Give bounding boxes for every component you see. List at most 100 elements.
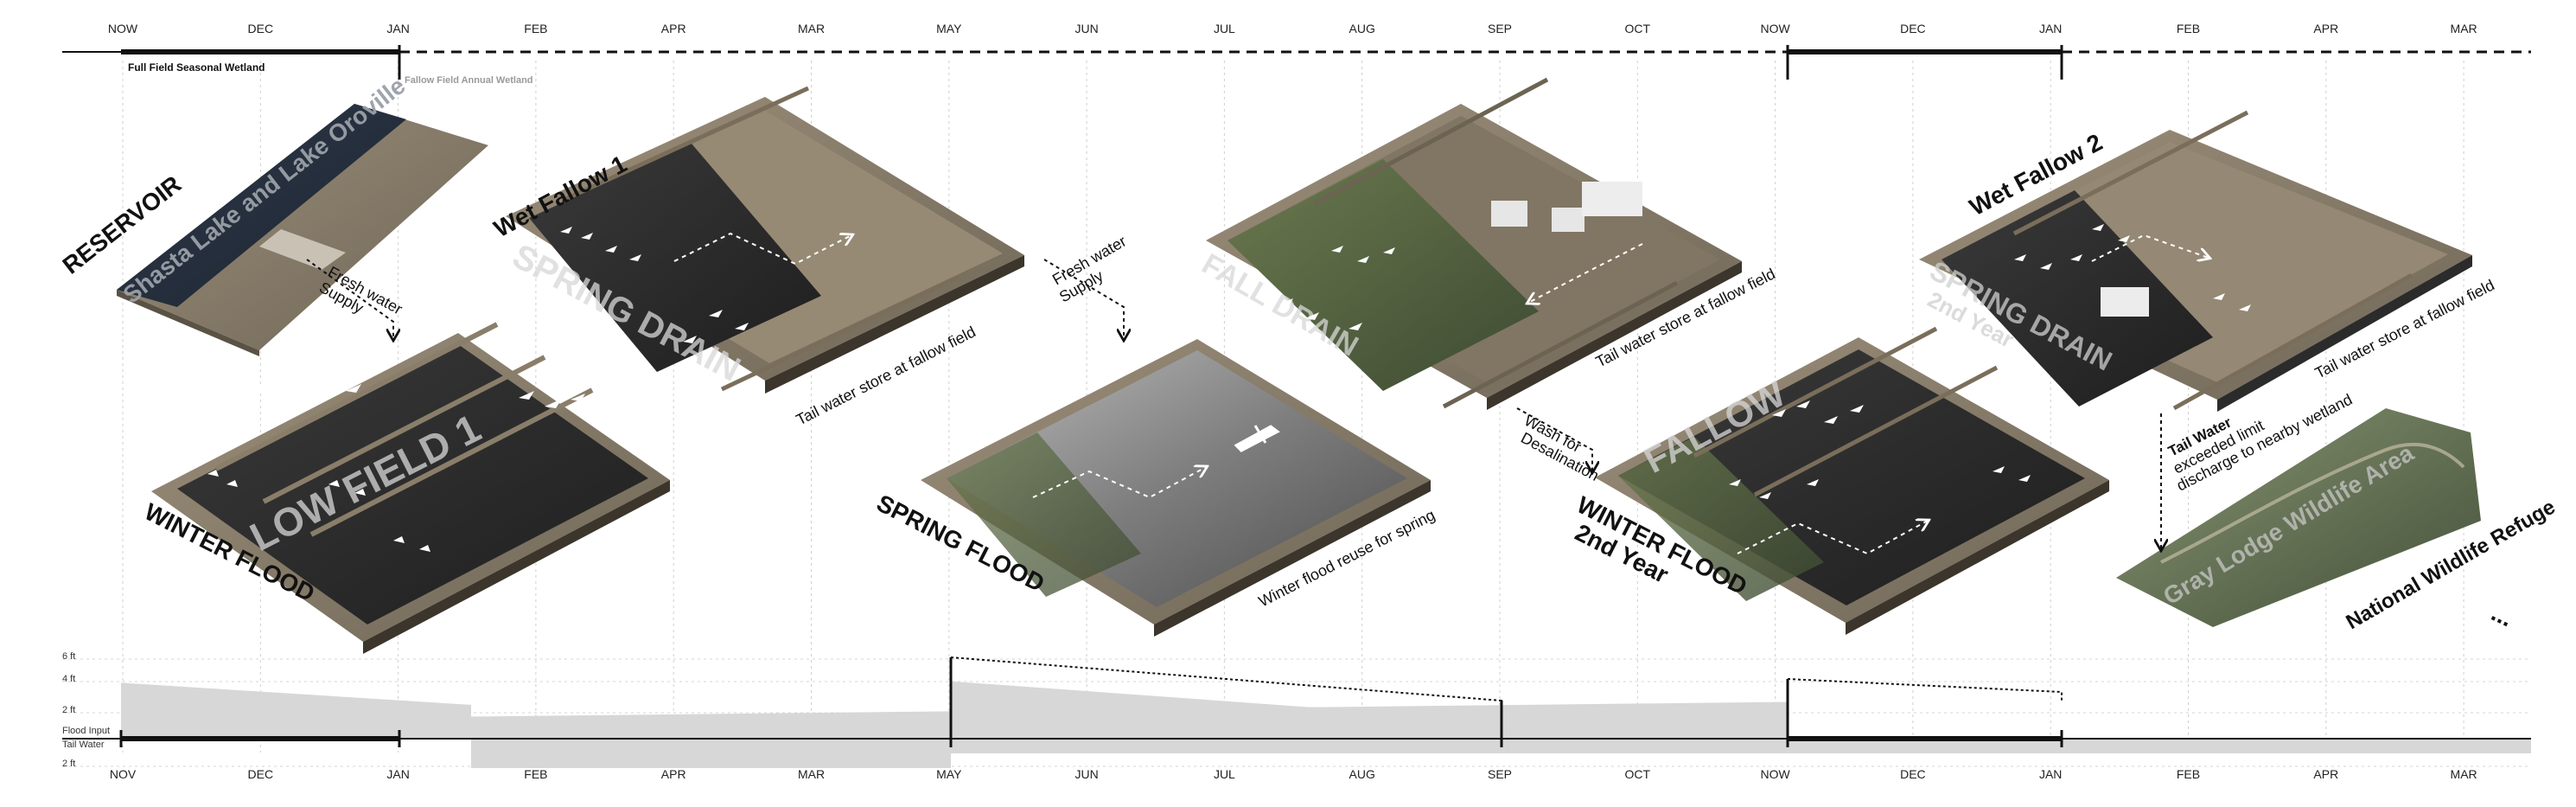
top-month-label: MAY	[936, 22, 962, 35]
top-month-label: NOW	[1760, 22, 1790, 35]
spring-flood-edge	[1154, 480, 1431, 637]
flood-input-area	[121, 682, 471, 739]
top-month-label: JUN	[1074, 22, 1098, 35]
top-month-label: APR	[2313, 22, 2338, 35]
fall-drain-flow-arrow	[1528, 243, 1643, 303]
wet-fallow-1-flow-arrow	[673, 232, 851, 266]
water-level-areas	[121, 681, 2531, 768]
plane-icon	[1234, 425, 1280, 452]
bottom-month-label: FEB	[524, 767, 547, 781]
full-field-label: Full Field Seasonal Wetland	[128, 61, 265, 74]
bottom-month-label: JAN	[386, 767, 409, 781]
bottom-month-label: APR	[661, 767, 686, 781]
harvester-icon-3	[2101, 287, 2149, 317]
top-month-label: JUL	[1214, 22, 1235, 35]
spring-flood-wetland	[947, 432, 1141, 597]
winter-flood-levee-3	[309, 387, 594, 537]
tick-2ft-lower: 2 ft	[62, 759, 75, 769]
wet-fallow-2-edge	[2217, 255, 2472, 412]
fresh-water-arrow-1	[306, 259, 393, 339]
chart-dotted-lines	[950, 656, 2063, 709]
winter-flood-levee-1	[214, 322, 499, 471]
fall-drain-wetland	[1227, 159, 1539, 391]
top-month-label: SEP	[1488, 22, 1512, 35]
winter-flood-2-levee-2	[1753, 365, 1999, 497]
tractor-icon	[1491, 201, 1527, 227]
harvester-icon-2	[1582, 182, 1642, 216]
refuge-land	[2116, 408, 2481, 627]
wet-fallow-1-edge	[765, 255, 1024, 394]
reservoir-water	[117, 104, 406, 307]
reservoir-land	[117, 104, 488, 350]
bottom-month-label: OCT	[1625, 767, 1651, 781]
top-month-label: MAR	[2451, 22, 2477, 35]
tick-4ft: 4 ft	[62, 674, 75, 684]
top-month-label: DEC	[248, 22, 274, 35]
bird-shapes-1	[225, 366, 361, 395]
fall-drain-edge	[1487, 261, 1742, 410]
wet-fallow-2-water	[1942, 190, 2213, 407]
bottom-month-label: DEC	[1900, 767, 1926, 781]
top-month-label: OCT	[1625, 22, 1651, 35]
top-month-label: AUG	[1349, 22, 1375, 35]
chart-axis-labels: 6 ft 4 ft 2 ft 2 ft Flood Input Tail Wat…	[62, 651, 110, 769]
winter-flood-2-wetland	[1618, 437, 1824, 601]
tick-6ft: 6 ft	[62, 651, 75, 662]
spring-flood-flow-arrow	[1032, 467, 1206, 499]
refuge-ellipsis: ...	[2487, 599, 2516, 631]
top-month-label: DEC	[1900, 22, 1926, 35]
wet-fallow-2-levee-2	[2172, 272, 2413, 411]
reservoir-edge	[117, 290, 259, 356]
bird-flock-1	[207, 366, 668, 552]
top-month-label: JAN	[2039, 22, 2062, 35]
tail-water-label: Tail Water	[62, 740, 105, 750]
bottom-month-label: FEB	[2177, 767, 2200, 781]
spring-flood-block: SPRING FLOOD	[872, 339, 1431, 637]
wet-fallow-1-levee-1	[560, 86, 810, 203]
bottom-month-label: NOW	[1760, 767, 1790, 781]
winter-flood-levee-2	[262, 355, 546, 504]
wash-arrow	[1516, 407, 1592, 471]
reservoir-block: Shasta Lake and Lake Oroville RESERVOIR	[58, 72, 488, 356]
bottom-month-label: APR	[2313, 767, 2338, 781]
bottom-month-label: JUN	[1074, 767, 1098, 781]
fall-drain-levee-2	[1442, 280, 1679, 409]
bottom-month-label: NOV	[110, 767, 137, 781]
bottom-month-label: MAR	[2451, 767, 2477, 781]
winter-flood-edge	[363, 480, 670, 654]
wet-fallow-2-flow-arrow	[2091, 234, 2209, 261]
bird-shapes-2	[519, 387, 668, 415]
bottom-month-label: DEC	[248, 767, 274, 781]
flood-envelope-line	[950, 656, 1502, 709]
top-month-label: JAN	[386, 22, 409, 35]
bottom-month-label: SEP	[1488, 767, 1512, 781]
flood-envelope-line	[1787, 678, 2063, 701]
top-month-label: NOW	[108, 22, 138, 35]
trailer-icon	[1552, 208, 1584, 232]
top-month-axis: NOW DEC JAN FEB APR MAR MAY JUN JUL AUG SEP OCT NOW D…	[108, 22, 2477, 35]
wet-fallow-2-levee-1	[2012, 110, 2249, 236]
winter-flood-2-block: FALLOW WINTER FLOOD 2nd Year	[1571, 326, 2109, 635]
water-level-chart: 6 ft 4 ft 2 ft 2 ft Flood Input Tail Wat…	[62, 651, 2531, 781]
phase-bar-top: Full Field Seasonal Wetland Fallow Field…	[62, 45, 2531, 86]
fresh-water-arrow-2	[1043, 259, 1124, 339]
refuge-river	[2160, 442, 2465, 564]
top-month-label: APR	[661, 22, 686, 35]
top-month-label: MAR	[798, 22, 825, 35]
top-month-label: FEB	[524, 22, 547, 35]
fallow-field-label: Fallow Field Annual Wetland	[405, 75, 533, 86]
winter-flood-block: LOW FIELD 1 WINTER FLOOD	[140, 322, 670, 654]
winter-flood-2-levee-1	[1693, 326, 1938, 458]
winter-flood-2-flow-arrow	[1737, 521, 1928, 555]
wet-fallow-1-water	[529, 144, 821, 372]
top-month-label: FEB	[2177, 22, 2200, 35]
fall-drain-block: FALL DRAIN	[1196, 77, 1742, 410]
flood-input-area	[471, 701, 1788, 739]
winter-flood-2-edge	[1846, 480, 2109, 635]
bottom-month-label: JAN	[2039, 767, 2062, 781]
bottom-month-label: MAR	[798, 767, 825, 781]
bottom-month-label: JUL	[1214, 767, 1235, 781]
